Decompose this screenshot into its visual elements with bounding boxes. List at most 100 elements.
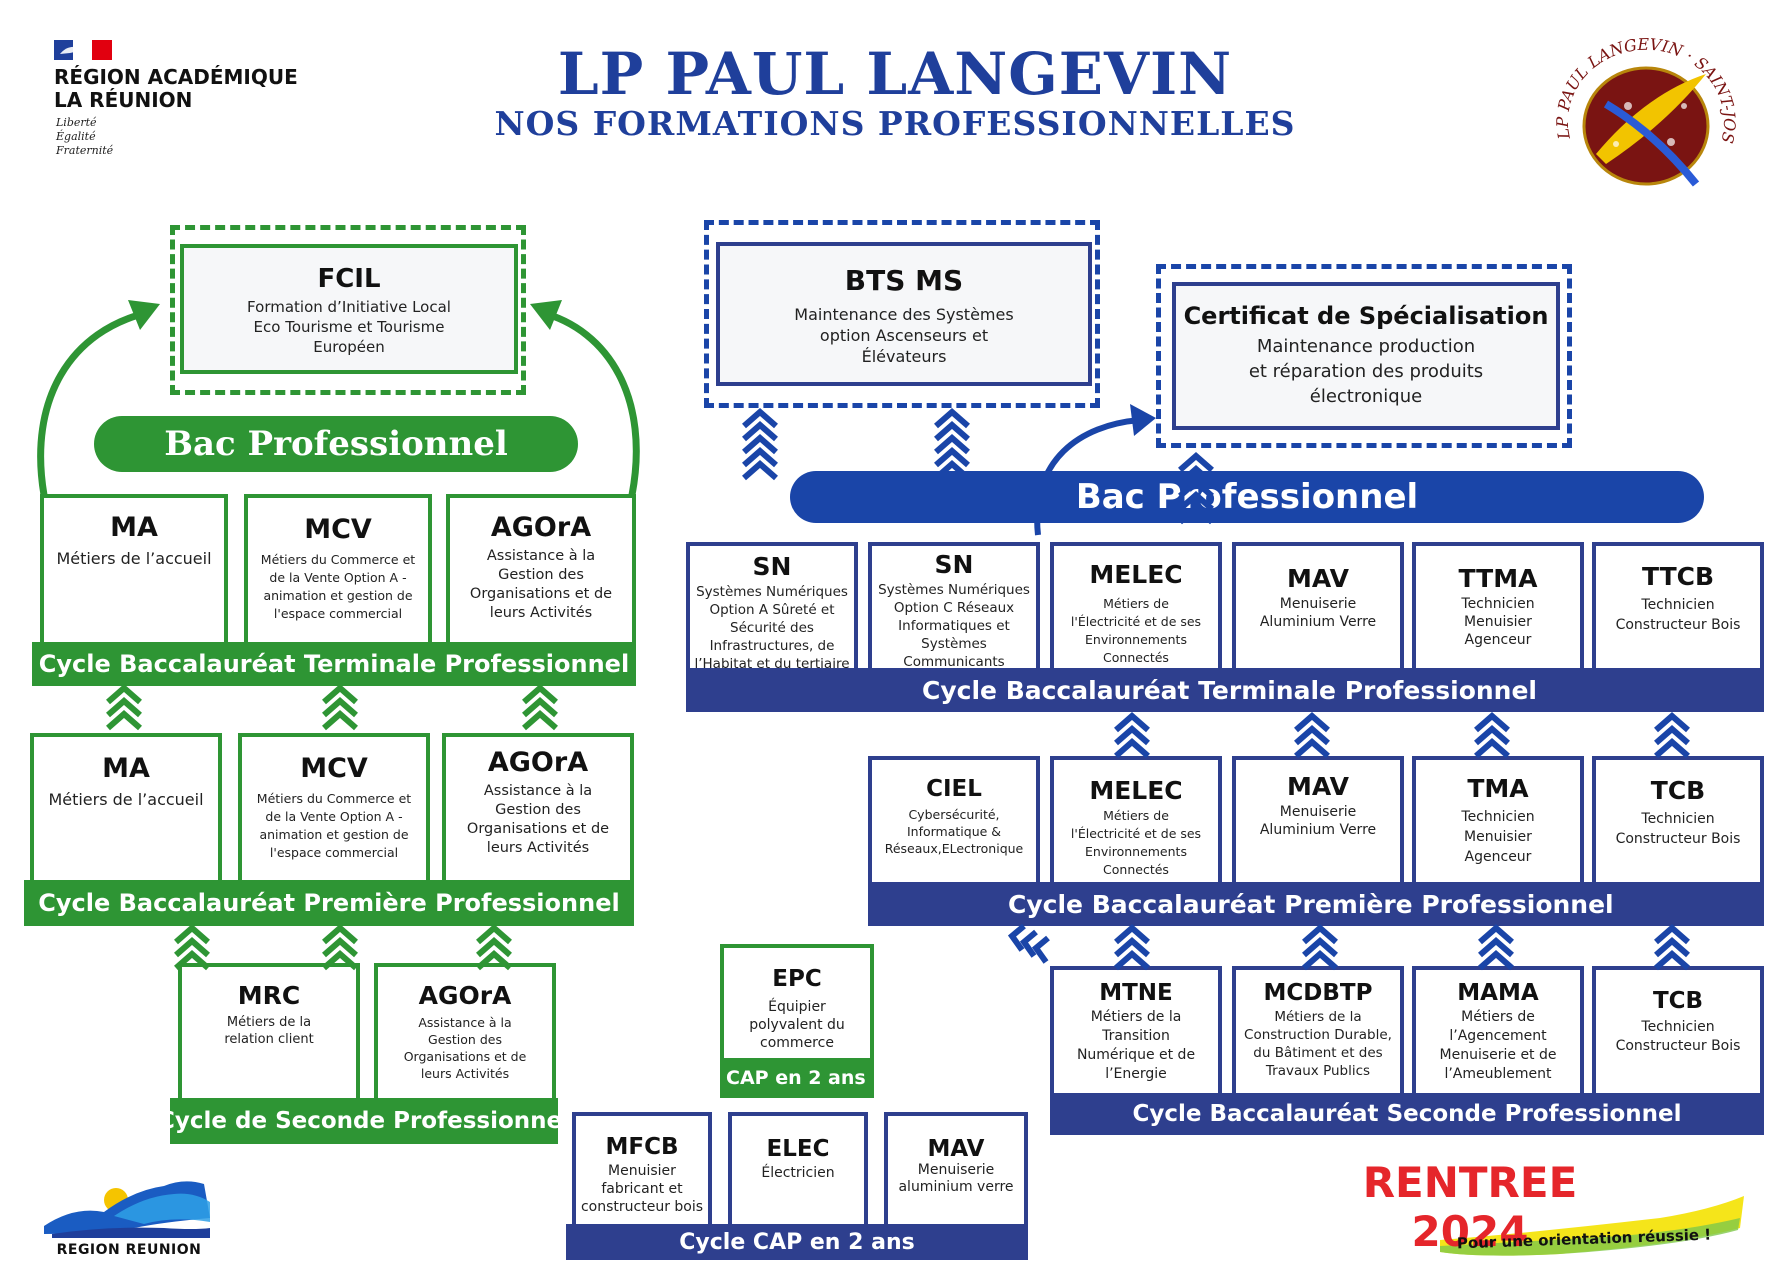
blue-sec-card-mtne: MTNE Métiers de la Transition Numérique …: [1050, 966, 1222, 1098]
blue-chevron-mav-chevron: [1294, 712, 1330, 733]
blue-chevron-melec-chevron: [1114, 725, 1150, 746]
region-reunion-label: REGION REUNION: [56, 1242, 202, 1258]
blue-chevron-tma-chevron: [1474, 725, 1510, 746]
green-chevron-mcv: [322, 684, 358, 731]
blue-chevron-sn-c-chevron: [934, 460, 970, 481]
green-chevron-mrc-chevron: [174, 950, 210, 971]
blue-chevron-melec-cs-chevron: [1178, 504, 1214, 525]
blue-chevron-melec-cs-chevron: [1178, 452, 1214, 473]
blue-chevron-mama-chevron: [1478, 950, 1514, 971]
green-chevron-mrc: [174, 924, 210, 971]
fcil-desc-1: Formation d’Initiative Local: [247, 298, 451, 316]
blue-chevron-tcb-chevron: [1654, 725, 1690, 746]
blue-term-band: Cycle Baccalauréat Terminale Professionn…: [686, 668, 1764, 712]
blue-chevron-tcb-2: [1654, 924, 1690, 971]
marianne-logo: [54, 40, 112, 60]
green-chevron-mrc-2: [322, 924, 358, 971]
blue-prem-card-tcb: TCB Technicien Constructeur Bois: [1592, 756, 1764, 886]
cap-card-mfcb: MFCB Menuisier fabricant et constructeur…: [572, 1112, 712, 1228]
green-chevron-agora-chevron: [522, 684, 558, 705]
epc-band: CAP en 2 ans: [720, 1058, 874, 1098]
blue-chevron-mtne-chevron: [1114, 924, 1150, 945]
green-chevron-mcv-chevron: [322, 684, 358, 705]
blue-chevron-sn-c-chevron: [934, 447, 970, 468]
blue-chevron-sn-a-chevron: [742, 434, 778, 455]
green-chevron-agora-2-chevron: [476, 924, 512, 945]
green-sec-card-agora: AGOrA Assistance à la Gestion des Organi…: [374, 963, 556, 1111]
blue-chevron-mtne-chevron: [1114, 950, 1150, 971]
green-prem-card-ma: MA Métiers de l’accueil: [30, 733, 222, 885]
blue-bac-pill: Bac Professionnel: [790, 471, 1704, 523]
blue-chevron-sn-c-chevron: [934, 434, 970, 455]
green-term-band: Cycle Baccalauréat Terminale Professionn…: [32, 642, 636, 686]
blue-sec-card-mama: MAMA Métiers de l’Agencement Menuiserie …: [1412, 966, 1584, 1098]
green-chevron-agora-2-chevron: [476, 950, 512, 971]
fcil-desc-3: Européen: [313, 338, 385, 356]
blue-chevron-sn-c-chevron: [934, 421, 970, 442]
green-bac-pill: Bac Professionnel: [94, 416, 578, 472]
blue-chevron-melec: [1114, 712, 1150, 759]
region-reunion-logo: REGION REUNION: [44, 1176, 214, 1258]
blue-sec-card-tcb: TCB Technicien Constructeur Bois: [1592, 966, 1764, 1098]
green-sec-band: Cycle de Seconde Professionnel: [158, 1098, 570, 1144]
green-chevron-mcv-chevron: [322, 710, 358, 731]
green-term-card-ma: MA Métiers de l’accueil: [40, 494, 228, 646]
bts-dashed-frame: [704, 220, 1100, 408]
blue-sec-card-mcdbtp: MCDBTP Métiers de la Construction Durabl…: [1232, 966, 1404, 1098]
blue-chevron-tma: [1474, 712, 1510, 759]
blue-chevron-sn-a-chevron: [742, 460, 778, 481]
blue-chevron-mtne-chevron: [1114, 937, 1150, 958]
green-chevron-ma-chevron: [106, 684, 142, 705]
fcil-card: FCIL Formation d’Initiative Local Eco To…: [180, 244, 518, 374]
cs-dashed-frame: [1156, 264, 1572, 448]
blue-chevron-tcb-2-chevron: [1654, 924, 1690, 945]
green-curve-arrows: [37, 300, 640, 496]
blue-chevron-tcb-chevron: [1654, 712, 1690, 733]
gov-motto: Liberté Égalité Fraternité: [56, 116, 114, 157]
blue-chevron-mcdbtp-chevron: [1302, 924, 1338, 945]
blue-chevron-tcb-2-chevron: [1654, 950, 1690, 971]
green-chevron-agora: [522, 684, 558, 731]
blue-chevron-mama-chevron: [1478, 937, 1514, 958]
green-chevron-agora-2: [476, 924, 512, 971]
blue-chevron-mama-chevron: [1478, 924, 1514, 945]
blue-chevron-sn-a: [742, 408, 778, 481]
blue-chevron-mcdbtp-chevron: [1302, 950, 1338, 971]
green-chevron-agora-chevron: [522, 710, 558, 731]
blue-term-card-sn-a: SN Systèmes Numériques Option A Sûreté e…: [686, 542, 858, 672]
green-term-card-agora: AGOrA Assistance à la Gestion des Organi…: [446, 494, 636, 646]
blue-chevron-ciel-chevron: [1031, 935, 1050, 964]
bts-card: BTS MS Maintenance des Systèmes option A…: [716, 242, 1092, 386]
blue-chevron-tcb-2-chevron: [1654, 937, 1690, 958]
green-chevron-agora-chevron: [522, 697, 558, 718]
fcil-desc-2: Eco Tourisme et Tourisme: [253, 318, 445, 336]
blue-prem-card-melec: MELEC Métiers de l'Électricité et de ses…: [1050, 756, 1222, 886]
blue-chevron-melec-cs: [1178, 452, 1214, 525]
epc-card: EPC Équipier polyvalent du commerce: [720, 944, 874, 1066]
green-chevron-mrc-2-chevron: [322, 937, 358, 958]
blue-chevron-mav-chevron: [1294, 725, 1330, 746]
gov-name: RÉGION ACADÉMIQUE LA RÉUNION: [54, 65, 298, 112]
green-chevron-mrc-chevron: [174, 924, 210, 945]
blue-chevron-melec-cs-chevron: [1178, 465, 1214, 486]
cap-card-elec: ELEC Électricien: [728, 1112, 868, 1228]
blue-chevron-tma-chevron: [1474, 738, 1510, 759]
blue-chevron-sn-a-chevron: [742, 421, 778, 442]
green-chevron-mrc-chevron: [174, 937, 210, 958]
page-subtitle: NOS FORMATIONS PROFESSIONNELLES: [494, 104, 1296, 143]
blue-chevron-ciel: [1007, 923, 1050, 964]
blue-chevron-melec-cs-chevron: [1178, 491, 1214, 512]
blue-chevron-ciel-chevron: [1007, 923, 1026, 952]
blue-chevron-melec-chevron: [1114, 712, 1150, 733]
blue-chevron-mav: [1294, 712, 1330, 759]
blue-chevron-mcdbtp: [1302, 924, 1338, 971]
blue-chevron-ciel-chevron: [1019, 929, 1038, 958]
green-prem-card-mcv: MCV Métiers du Commerce et de la Vente O…: [238, 733, 430, 885]
blue-chevron-melec-cs-chevron: [1178, 478, 1214, 499]
blue-chevron-sn-a-chevron: [742, 408, 778, 429]
blue-chevron-tcb-chevron: [1654, 738, 1690, 759]
blue-chevron-mama: [1478, 924, 1514, 971]
cap-band: Cycle CAP en 2 ans: [566, 1224, 1028, 1260]
green-prem-band: Cycle Baccalauréat Première Professionne…: [24, 880, 634, 926]
